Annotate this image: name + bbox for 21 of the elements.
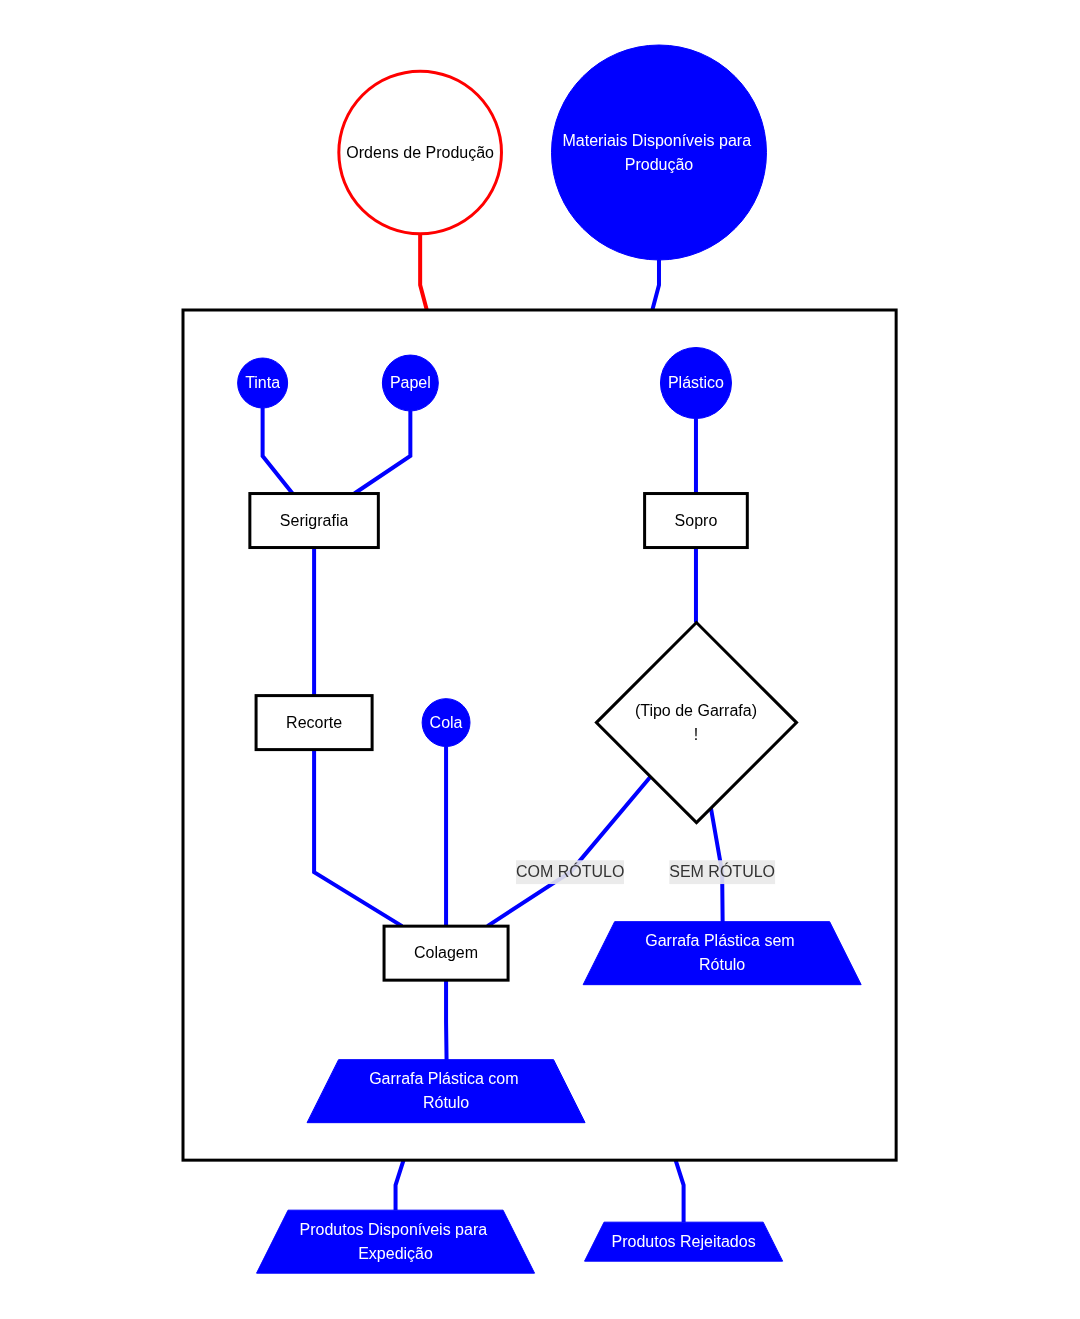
connector xyxy=(312,547,317,696)
cluster xyxy=(181,308,899,1163)
node-box: Sopro xyxy=(643,492,750,550)
node-diamond: (Tipo de Garrafa) ! xyxy=(594,620,800,826)
node-box: Colagem xyxy=(382,925,510,983)
node-circle: Papel xyxy=(382,355,440,412)
connector xyxy=(444,746,449,927)
connector xyxy=(418,234,430,311)
node-box: Serigrafia xyxy=(248,492,381,550)
connector xyxy=(444,980,449,1061)
edge-label: SEM RÓTULO xyxy=(669,863,776,881)
node-circle: Ordens de Produção xyxy=(337,70,504,236)
connector xyxy=(694,418,699,494)
node-circle: Materiais Disponíveis para Produção xyxy=(551,44,768,261)
node-circle: Tinta xyxy=(237,357,289,409)
node-circle: Cola xyxy=(422,698,471,748)
connector xyxy=(650,260,662,311)
node-box: Recorte xyxy=(255,694,375,752)
node-circle: Plástico xyxy=(660,347,733,420)
edge-label: COM RÓTULO xyxy=(516,863,625,881)
connector xyxy=(694,547,699,623)
